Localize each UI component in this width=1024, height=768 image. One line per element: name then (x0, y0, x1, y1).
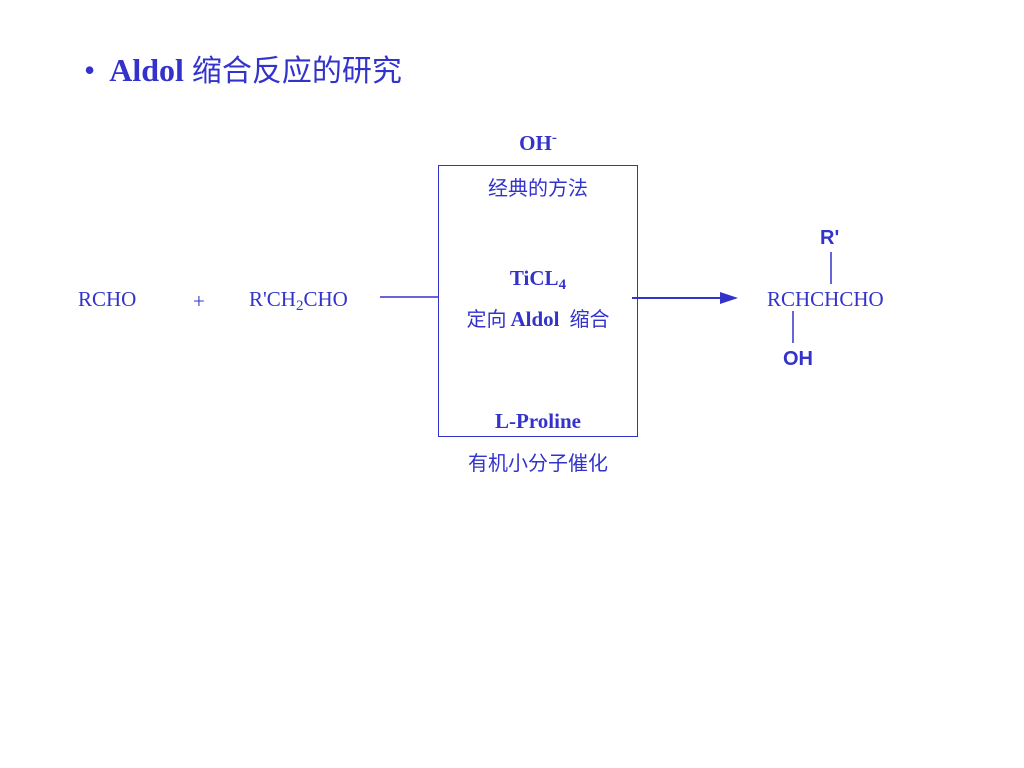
product-substituent-top: R' (820, 227, 840, 249)
directed-prefix: 定向 (466, 307, 507, 331)
plus-sign: + (193, 289, 205, 313)
reactant2-part-b: CHO (303, 287, 348, 311)
reactant-ketone: R'CH2CHO (249, 286, 348, 314)
ticl-sub: 4 (558, 277, 567, 293)
title-bullet: • (84, 52, 96, 88)
reaction-arrowhead (720, 292, 738, 304)
condition-base: OH- (438, 130, 638, 156)
organocatalysis-label: 有机小分子催化 (468, 451, 608, 475)
condition-proline: L-Proline (495, 409, 581, 433)
base-main: OH (519, 131, 552, 155)
reactant2-subscript: 2 (295, 298, 304, 314)
product-substituent-bottom: OH (783, 348, 813, 370)
reactant2-part-a: R'CH (249, 287, 296, 311)
directed-aldol-label: 定向 Aldol 缩合 (438, 306, 638, 332)
title-latin: Aldol (109, 52, 184, 88)
title-cjk: 缩合反应的研究 (191, 54, 402, 89)
ticl-main: TiCL (509, 266, 559, 290)
condition-ticl4: TiCL4 (438, 265, 638, 293)
directed-latin: Aldol (510, 307, 560, 331)
classic-method-label: 经典的方法 (488, 176, 588, 200)
product-aldol: RCHCHCHO (767, 287, 884, 311)
directed-suffix: 缩合 (569, 307, 610, 331)
slide-title: • Aldol 缩合反应的研究 (84, 50, 402, 92)
conditions-box (438, 165, 638, 437)
reactant-aldehyde: RCHO (78, 287, 137, 311)
base-sup: - (551, 130, 557, 146)
